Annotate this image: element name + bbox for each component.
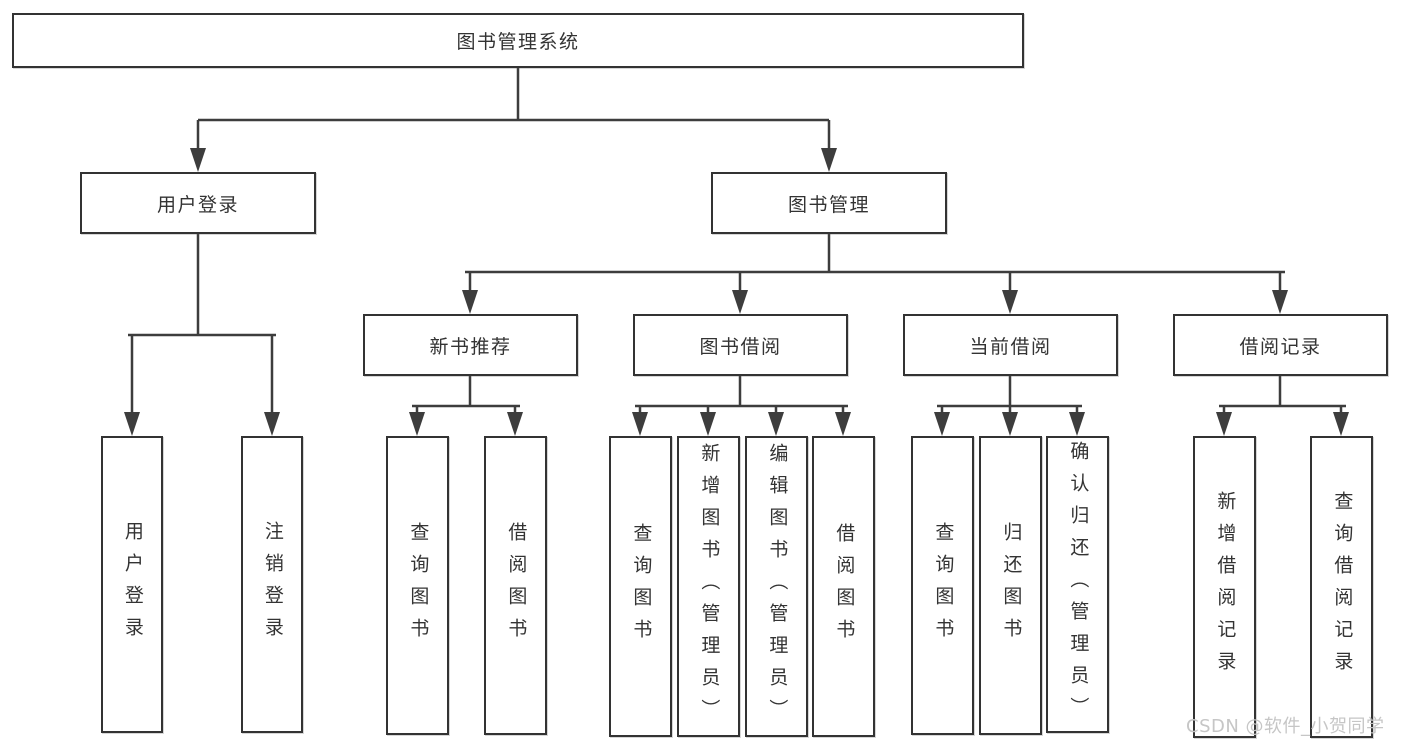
node-book-management-label: 图书管理 (787, 193, 870, 216)
leaf-borrow-books-recommend: 借阅图书 (484, 436, 547, 735)
leaf-edit-book-admin: 编辑图书（管理员） (745, 436, 808, 737)
node-user-login: 用户登录 (80, 172, 316, 234)
leaf-query-books-borrow: 查询图书 (609, 436, 672, 737)
leaf-borrow-books-label: 借阅图书 (833, 522, 856, 651)
node-book-borrow: 图书借阅 (633, 314, 848, 376)
node-borrow-records: 借阅记录 (1173, 314, 1388, 376)
leaf-confirm-return-admin-label: 确认归还（管理员） (1067, 440, 1090, 729)
csdn-watermark: CSDN @软件_小贺同学 (1186, 716, 1385, 737)
node-current-borrow: 当前借阅 (903, 314, 1118, 376)
leaf-query-books-recommend: 查询图书 (386, 436, 449, 735)
leaf-add-borrow-record-label: 新增借阅记录 (1214, 491, 1237, 683)
leaf-confirm-return-admin: 确认归还（管理员） (1046, 436, 1109, 733)
node-user-login-label: 用户登录 (156, 193, 239, 216)
leaf-borrow-books-recommend-label: 借阅图书 (505, 521, 528, 650)
leaf-add-book-admin: 新增图书（管理员） (677, 436, 740, 737)
leaf-query-borrow-record-label: 查询借阅记录 (1331, 491, 1354, 683)
node-borrow-records-label: 借阅记录 (1239, 335, 1322, 358)
node-new-book-recommend: 新书推荐 (363, 314, 578, 376)
leaf-query-borrow-record: 查询借阅记录 (1310, 436, 1373, 738)
leaf-logout: 注销登录 (241, 436, 303, 733)
leaf-logout-label: 注销登录 (261, 520, 284, 649)
leaf-query-books-current: 查询图书 (911, 436, 974, 735)
leaf-add-borrow-record: 新增借阅记录 (1193, 436, 1256, 738)
node-library-system: 图书管理系统 (12, 13, 1024, 68)
leaf-user-login-label: 用户登录 (121, 520, 144, 649)
leaf-query-books-recommend-label: 查询图书 (407, 521, 430, 650)
node-book-management: 图书管理 (711, 172, 947, 234)
leaf-user-login: 用户登录 (101, 436, 163, 733)
node-new-book-recommend-label: 新书推荐 (429, 335, 512, 358)
leaf-query-books-borrow-label: 查询图书 (630, 522, 653, 651)
leaf-return-books: 归还图书 (979, 436, 1042, 735)
node-library-system-label: 图书管理系统 (456, 31, 580, 53)
leaf-add-book-admin-label: 新增图书（管理员） (698, 442, 721, 731)
leaf-return-books-label: 归还图书 (1000, 521, 1023, 650)
leaf-borrow-books: 借阅图书 (812, 436, 875, 737)
node-current-borrow-label: 当前借阅 (969, 335, 1052, 358)
leaf-edit-book-admin-label: 编辑图书（管理员） (766, 442, 789, 731)
leaf-query-books-current-label: 查询图书 (932, 521, 955, 650)
node-book-borrow-label: 图书借阅 (699, 335, 782, 358)
